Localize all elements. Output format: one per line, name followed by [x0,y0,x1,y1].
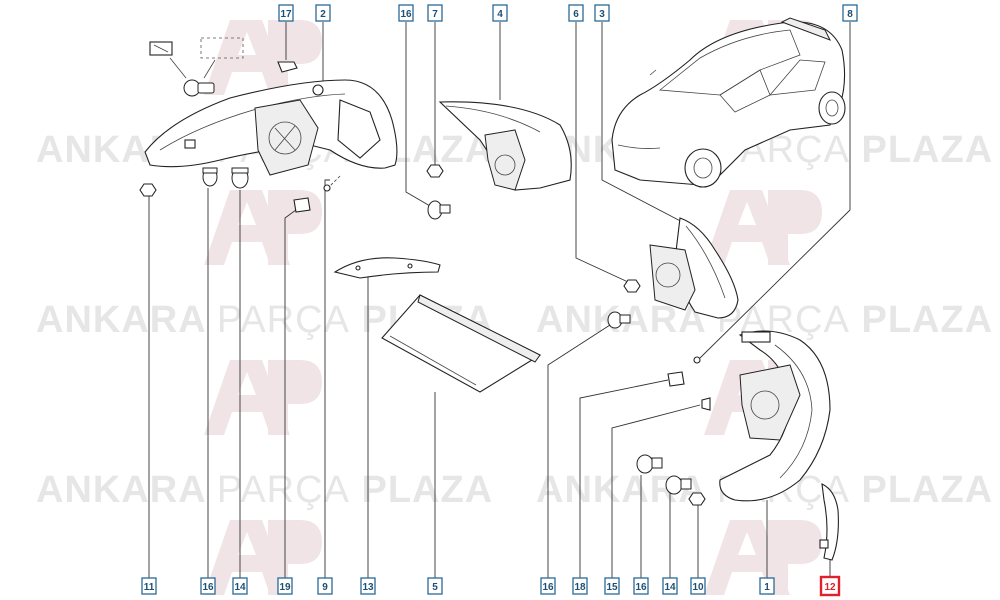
svg-text:ANKARA PARÇA PLAZA: ANKARA PARÇA PLAZA [536,299,993,341]
callout-label: 9 [322,582,328,593]
callout-7-top: 7 [427,4,443,22]
part-clip-17 [277,61,298,73]
callout-label: 6 [573,9,579,20]
part-reflector-13 [333,257,441,279]
callout-16-bottom-b: 16 [540,577,556,595]
callout-label: 18 [574,582,586,593]
part-bulb-14-left [231,167,249,189]
wm-word-plaza: PLAZA [861,299,993,341]
callout-label: 17 [280,9,292,20]
callout-label: 14 [234,582,246,593]
part-clip-19 [293,197,311,213]
callout-label: 5 [432,582,438,593]
wm-word-parca: PARÇA [217,299,350,341]
callout-label: 15 [606,582,618,593]
callout-10-bottom: 10 [690,577,706,595]
callout-8-top: 8 [842,4,858,22]
callout-18-bottom: 18 [572,577,588,595]
leader-lines [148,22,851,578]
part-rear-lamp-housing-2 [144,79,398,176]
part-bulb-holder-cluster [149,37,244,97]
callout-label: 16 [400,9,412,20]
part-nut-11 [139,183,157,197]
part-tail-lamp-3 [649,217,739,319]
callout-12-bottom-highlighted: 12 [819,575,841,597]
part-bulb-16-top [427,200,451,220]
callout-1-bottom: 1 [759,577,775,595]
part-rear-lamp-1 [719,330,831,502]
callout-label: 1 [764,582,770,593]
callout-label: 10 [692,582,704,593]
wm-word-plaza: PLAZA [861,469,993,511]
callout-label: 14 [664,582,676,593]
callout-14-bottom-a: 14 [232,577,248,595]
callout-16-top: 16 [398,4,414,22]
part-plug-15 [701,397,711,411]
part-bulb-16-right [636,454,663,474]
part-nut-7 [426,164,444,178]
callout-label: 2 [320,9,326,20]
callout-label: 12 [824,582,836,593]
callout-label: 13 [362,582,374,593]
part-screw-8 [693,356,701,364]
part-bulb-14-right [665,475,692,495]
wm-word-ankara: ANKARA [36,469,205,511]
callout-6-top: 6 [568,4,584,22]
wm-word-parca: PARÇA [217,469,350,511]
part-nut-10 [688,492,706,506]
part-vehicle-illustration [611,17,846,188]
callout-14-bottom-b: 14 [662,577,678,595]
callout-label: 19 [279,582,291,593]
callout-2-top: 2 [315,4,331,22]
svg-text:ANKARA PARÇA PLAZA: ANKARA PARÇA PLAZA [36,469,493,511]
wm-word-plaza: PLAZA [361,469,493,511]
callout-label: 3 [599,9,605,20]
part-inner-lamp-4 [438,101,572,191]
part-clip-18 [667,371,685,387]
callout-9-bottom: 9 [317,577,333,595]
callout-label: 16 [635,582,647,593]
callout-11-bottom: 11 [141,577,157,595]
wm-word-plaza: PLAZA [861,129,993,171]
callout-3-top: 3 [594,4,610,22]
part-nut-6 [623,279,641,293]
part-bulb-16-mid [607,311,631,329]
callout-label: 4 [497,9,503,20]
part-bulb-16-left [202,167,218,187]
callout-label: 16 [202,582,214,593]
callout-16-bottom-c: 16 [633,577,649,595]
wm-word-ankara: ANKARA [36,299,205,341]
callout-label: 16 [542,582,554,593]
callout-label: 8 [847,9,853,20]
part-brake-lamp-5 [381,294,542,393]
callout-19-bottom: 19 [277,577,293,595]
part-lens-12 [819,483,839,561]
callout-label: 11 [144,582,155,593]
callout-13-bottom: 13 [360,577,376,595]
callout-4-top: 4 [492,4,508,22]
part-screw-9 [323,175,341,192]
callout-15-bottom: 15 [604,577,620,595]
callout-17-top: 17 [278,4,294,22]
callout-label: 7 [432,9,438,20]
callout-16-bottom-a: 16 [200,577,216,595]
callout-5-bottom: 5 [427,577,443,595]
